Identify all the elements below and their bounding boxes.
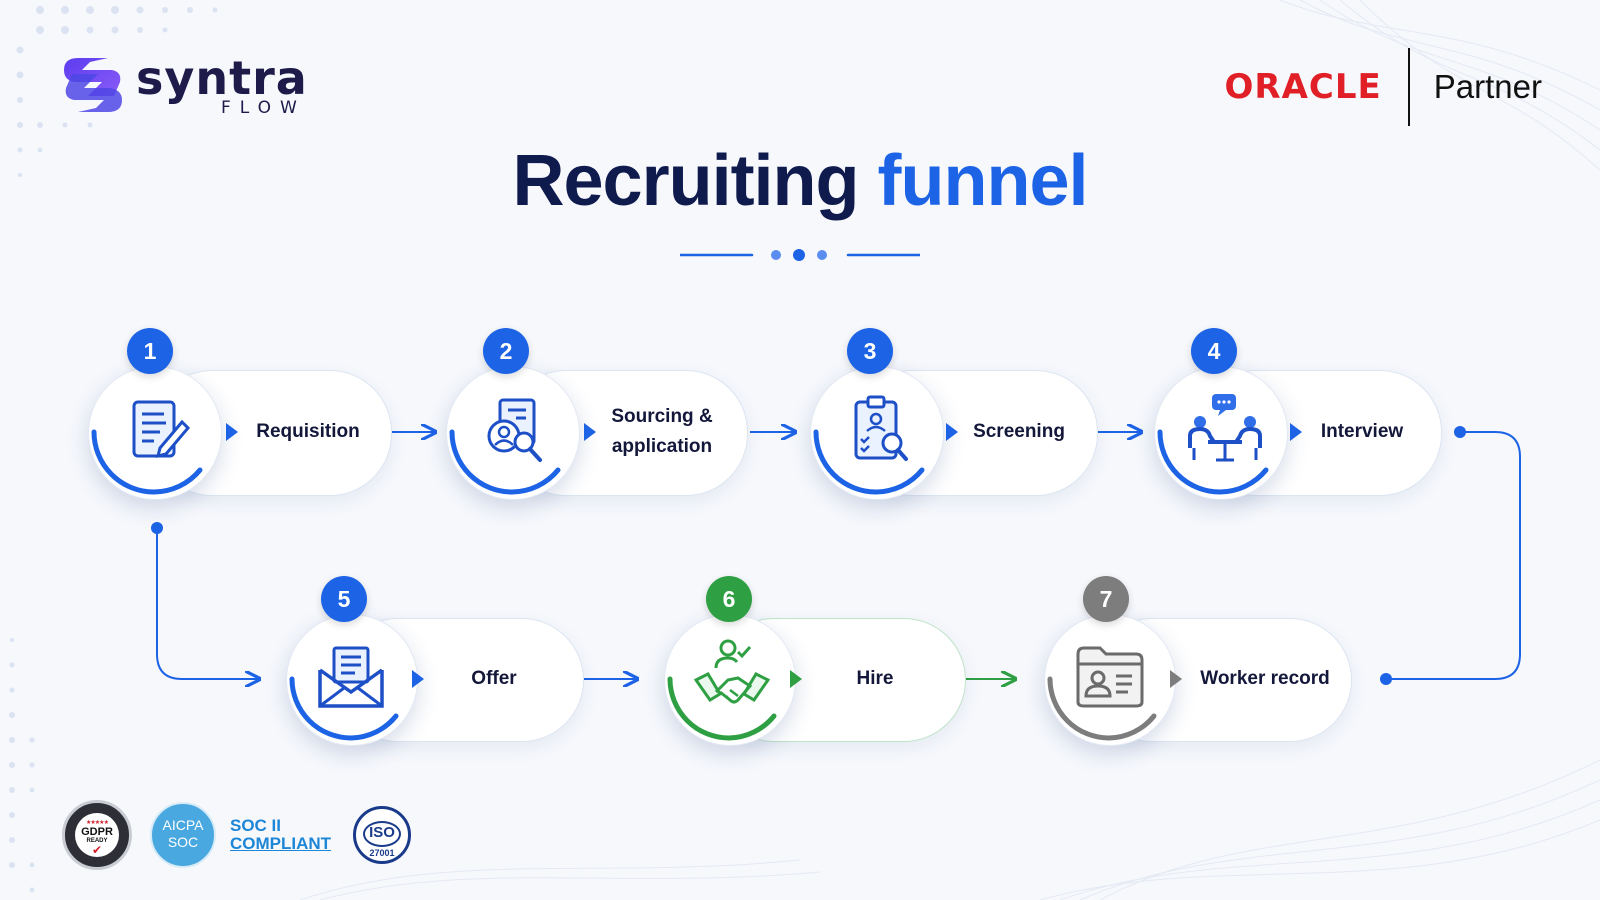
title-part-1: Recruiting [512,141,859,221]
step-label: Screening [973,421,1065,442]
step-number-badge: 1 [127,328,173,374]
step-label: Offer [471,668,517,689]
connector-1-to-5 [156,528,258,679]
step-number-badge: 4 [1191,328,1237,374]
progress-arc [289,676,399,741]
compliance-badges: ★★★★★ GDPR READY ✔ AICPA SOC SOC II COMP… [62,800,412,870]
oracle-wordmark: ORACLE [1224,67,1382,107]
step-number-badge: 2 [483,328,529,374]
interview-meeting-icon [1188,394,1262,462]
step-number-badge: 7 [1083,576,1129,622]
iso-27001-badge: ISO 27001 [353,806,412,864]
iso-label: ISO [363,821,402,847]
step-number-badge: 6 [706,576,752,622]
chevron-right-icon [1170,670,1182,688]
iso-number: 27001 [369,848,395,858]
gdpr-badge: ★★★★★ GDPR READY ✔ [62,800,132,870]
step-number-badge: 5 [321,576,367,622]
chevron-right-icon [584,423,596,441]
chevron-right-icon [946,423,958,441]
gdpr-label: GDPR [81,826,113,838]
progress-arc [1047,676,1157,741]
step-label: Interview [1320,421,1404,442]
soc-label: SOC [167,834,199,850]
handshake-icon [694,639,770,704]
step-label: Hire [856,668,894,689]
star-icons: ★★★★★ [86,820,109,826]
partner-label: Partner [1433,68,1542,105]
partner-logo: ORACLE Partner [1225,48,1542,126]
soc2-line-2: COMPLIANT [230,834,332,853]
step-label: Requisition [256,421,360,442]
aicpa-soc-badge: AICPA SOC [150,802,216,868]
brand-mark-icon [64,58,122,112]
step-label-line-1: Sourcing & [611,406,713,427]
gdpr-sub-label: READY [86,838,108,844]
title-part-2: funnel [877,141,1089,221]
chevron-right-icon [790,670,802,688]
brand-subtitle: FLOW [221,98,306,118]
clipboard-check-icon [854,395,908,461]
progress-arc [449,429,561,495]
step-label: Sourcing & application [598,402,726,462]
progress-arc [1157,429,1269,495]
step-label: Worker record [1200,668,1330,689]
brand-name: syntra [136,51,308,105]
step-number-badge: 3 [847,328,893,374]
envelope-letter-icon [318,646,384,708]
page-title: Recruiting funnel [0,140,1600,222]
chevron-right-icon [1290,423,1302,441]
brand-logo: syntra FLOW [58,52,308,118]
document-pen-icon [132,400,191,459]
progress-arc [813,429,925,495]
step-icon-circle [1154,366,1288,500]
title-divider [680,249,920,261]
aicpa-label: AICPA [162,817,204,833]
progress-arc [667,676,777,741]
check-icon: ✔ [91,843,103,857]
soc2-compliant-text: SOC II COMPLIANT [230,817,331,853]
folder-profile-icon [1076,646,1144,708]
soc2-line-1: SOC II [230,816,282,835]
chevron-right-icon [226,423,238,441]
candidate-search-icon [487,398,542,462]
progress-arc [91,429,203,495]
step-label-line-2: application [611,436,713,457]
connector-4-to-7 [1386,431,1521,680]
partner-divider [1407,48,1410,126]
chevron-right-icon [412,670,424,688]
